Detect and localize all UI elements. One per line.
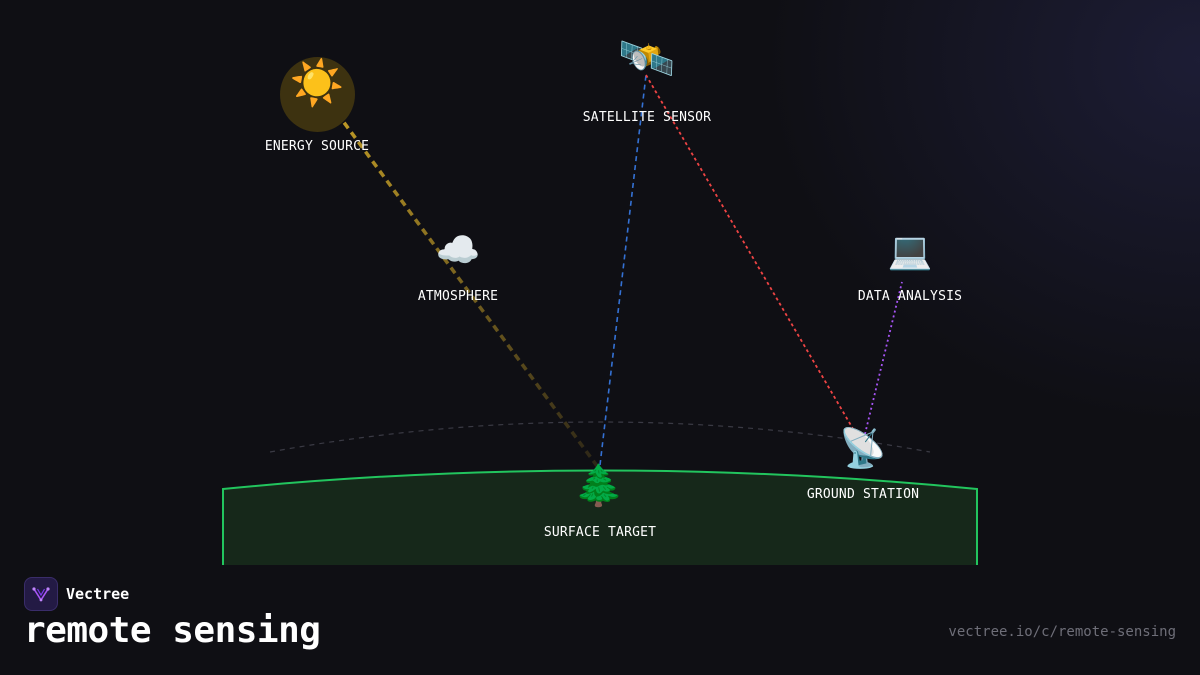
sun-icon: ☀️ xyxy=(289,58,345,109)
data-transfer-path xyxy=(864,281,903,435)
vectree-logo-icon xyxy=(24,577,58,611)
satellite-dish-icon: 📡 xyxy=(839,426,887,470)
reflected-signal-path xyxy=(599,74,647,466)
ground-station-label: GROUND STATION xyxy=(806,487,920,502)
data-analysis-label: DATA ANALYSIS xyxy=(857,289,963,304)
source-url: vectree.io/c/remote-sensing xyxy=(948,624,1176,640)
sun-glow xyxy=(280,57,355,132)
brand-name: Vectree xyxy=(66,585,130,603)
surface-target-label: SURFACE TARGET xyxy=(543,525,657,540)
laptop-icon: 💻 xyxy=(887,231,933,272)
energy-path xyxy=(335,111,602,472)
atmosphere-label: ATMOSPHERE xyxy=(417,289,499,304)
evergreen-tree-icon: 🌲 xyxy=(574,463,624,509)
page-title: remote sensing xyxy=(24,610,321,651)
brand: Vectree xyxy=(24,577,129,611)
satellite-icon: 🛰️ xyxy=(618,31,676,85)
atmosphere-boundary xyxy=(269,421,931,453)
downlink-path xyxy=(645,74,857,435)
earth-surface xyxy=(222,469,978,565)
cloud-icon: ☁️ xyxy=(435,230,481,271)
energy-source-label: ENERGY SOURCE xyxy=(264,139,370,154)
satellite-sensor-label: SATELLITE SENSOR xyxy=(582,110,712,125)
